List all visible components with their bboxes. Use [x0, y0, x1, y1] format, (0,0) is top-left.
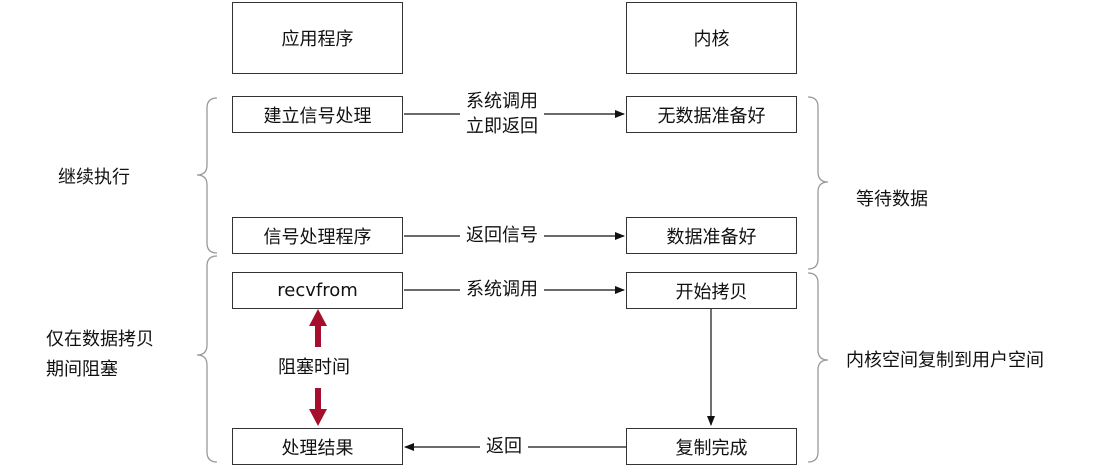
app-header-label: 应用程序	[281, 29, 354, 50]
blocked-line2: 期间阻塞	[46, 359, 118, 380]
block-time-label: 阻塞时间	[278, 356, 350, 380]
signal-handler-box: 信号处理程序	[232, 217, 403, 254]
syscall-label: 系统调用	[460, 278, 544, 302]
syscall-line2: 立即返回	[466, 116, 538, 137]
no-data-ready-box: 无数据准备好	[626, 96, 797, 133]
blocked-label: 仅在数据拷贝 期间阻塞	[46, 325, 154, 385]
recvfrom-label: recvfrom	[277, 280, 358, 301]
kernel-header-label: 内核	[693, 29, 730, 50]
block-arrow-down-head	[309, 409, 327, 426]
start-copy-label: 开始拷贝	[675, 281, 748, 303]
syscall-line1: 系统调用	[466, 91, 538, 112]
data-ready-label: 数据准备好	[666, 226, 757, 248]
kernel-header-box: 内核	[626, 2, 797, 74]
right-bracket-wait	[807, 96, 829, 270]
no-data-ready-label: 无数据准备好	[657, 105, 766, 127]
start-copy-box: 开始拷贝	[626, 272, 797, 309]
blocked-line1: 仅在数据拷贝	[46, 329, 154, 350]
left-bracket-blocked	[196, 255, 218, 463]
setup-signal-label: 建立信号处理	[263, 105, 372, 127]
process-result-box: 处理结果	[232, 428, 403, 465]
process-result-label: 处理结果	[281, 437, 354, 459]
app-header-box: 应用程序	[232, 2, 403, 74]
return-signal-label: 返回信号	[460, 224, 544, 248]
block-arrow-up-shaft	[315, 323, 321, 347]
return-label: 返回	[480, 435, 528, 459]
block-arrow-down-shaft	[315, 388, 321, 412]
recvfrom-box: recvfrom	[232, 272, 403, 309]
copy-done-label: 复制完成	[675, 437, 748, 459]
signal-handler-label: 信号处理程序	[263, 226, 372, 248]
copy-done-box: 复制完成	[626, 428, 797, 465]
syscall-immediate-label: 系统调用 立即返回	[460, 89, 544, 139]
left-bracket-continue	[196, 97, 218, 254]
continue-exec-label: 继续执行	[58, 167, 130, 188]
data-ready-box: 数据准备好	[626, 217, 797, 254]
copy-to-user-label: 内核空间复制到用户空间	[846, 350, 1044, 371]
block-arrow-up-head	[309, 309, 327, 326]
wait-data-label: 等待数据	[856, 189, 928, 210]
setup-signal-box: 建立信号处理	[232, 96, 403, 133]
right-bracket-copy	[807, 272, 829, 463]
